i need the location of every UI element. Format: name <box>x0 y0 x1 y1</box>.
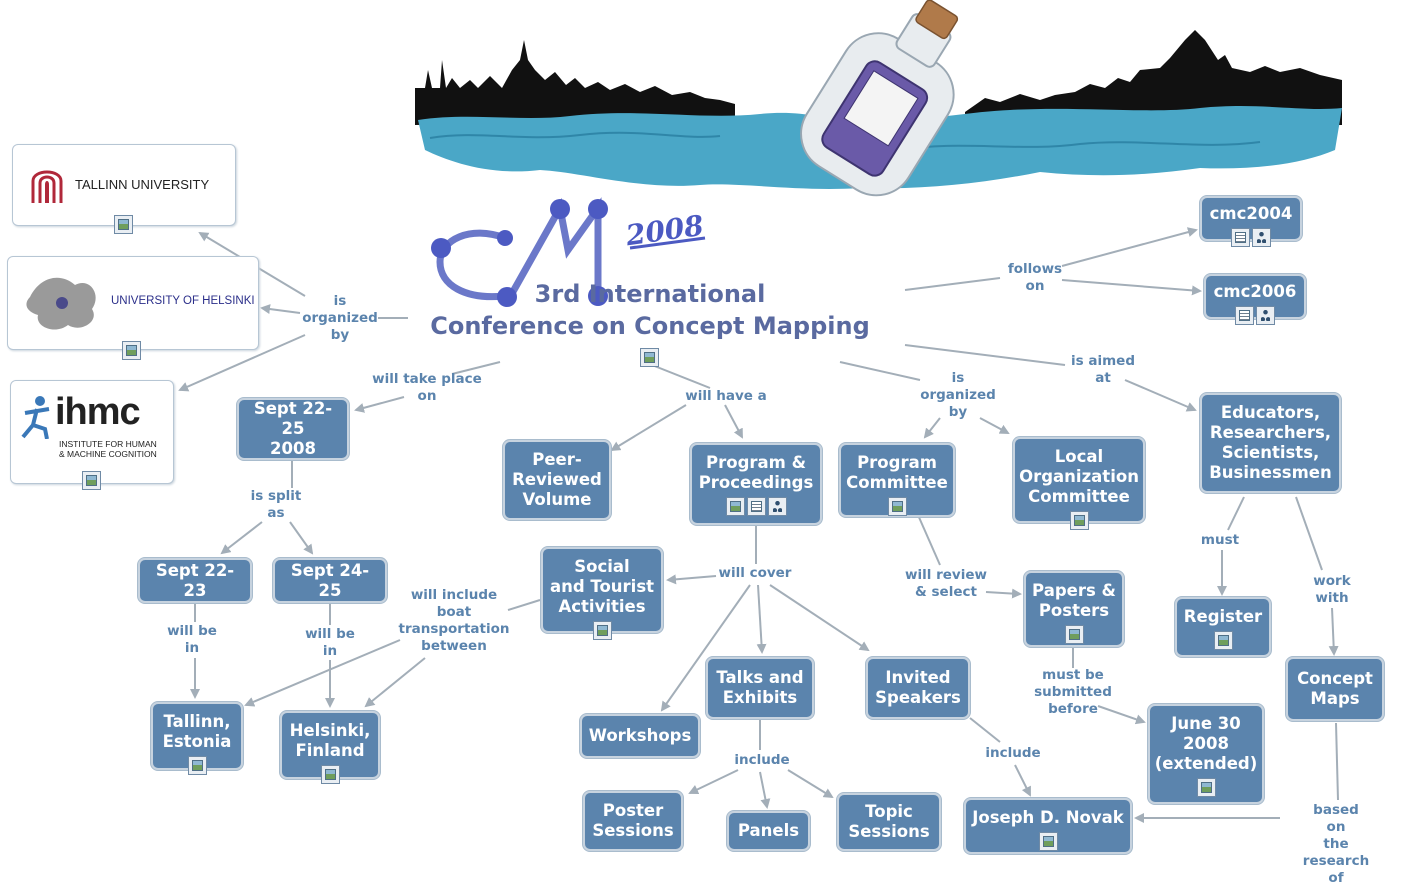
node-cmc2004[interactable]: cmc2004 <box>1200 196 1302 247</box>
image-resource-icon[interactable] <box>592 621 612 640</box>
ihmc-logo: ihmc INSTITUTE FOR HUMAN & MACHINE COGNI… <box>10 380 174 490</box>
image-resource-icon[interactable] <box>122 341 141 360</box>
image-resource-icon[interactable] <box>725 497 745 516</box>
concept-map-resource-icon[interactable] <box>1256 306 1275 325</box>
node-talks-exhibits[interactable]: Talks and Exhibits <box>706 657 814 719</box>
concept-map-resource-icon[interactable] <box>1252 228 1271 247</box>
bottle <box>800 0 959 197</box>
image-resource-icon[interactable] <box>82 471 101 490</box>
node-educators-researchers[interactable]: Educators, Researchers, Scientists, Busi… <box>1200 393 1341 493</box>
link-work-with: work with <box>1313 573 1351 606</box>
link-must-be-submitted-before: must be submitted before <box>1034 667 1112 717</box>
node-sept-22-25-2008[interactable]: Sept 22-25 2008 <box>237 398 349 460</box>
link-is-aimed-at: is aimed at <box>1071 353 1135 386</box>
image-resource-icon[interactable] <box>1064 625 1084 644</box>
concept-map-resource-icon[interactable] <box>767 497 787 516</box>
image-resource-icon[interactable] <box>1038 832 1058 851</box>
node-topic-sessions[interactable]: Topic Sessions <box>837 793 941 851</box>
ihmc-wordmark: ihmc <box>55 391 141 433</box>
link-must: must <box>1200 532 1240 548</box>
image-resource-icon[interactable] <box>640 348 659 367</box>
link-will-take-place-on: will take place on <box>372 371 482 404</box>
image-resource-icon[interactable] <box>320 765 340 784</box>
link-include-talks: include <box>734 752 790 768</box>
tallinn-university-logo: TALLINN UNIVERSITY <box>12 144 236 234</box>
concept-map-canvas: 2008 <box>178 0 1342 823</box>
image-resource-icon[interactable] <box>114 215 133 234</box>
tallinn-arch-icon <box>31 170 63 203</box>
link-is-organized-by-right: is organized by <box>920 370 996 420</box>
link-will-have-a: will have a <box>685 388 767 404</box>
water-wave <box>429 131 721 139</box>
tallinn-skyline <box>415 40 735 125</box>
helsinki-university-name: UNIVERSITY OF HELSINKI <box>111 295 255 307</box>
node-tallinn-estonia[interactable]: Tallinn, Estonia <box>151 702 243 775</box>
node-papers-posters[interactable]: Papers & Posters <box>1024 571 1124 647</box>
document-resource-icon[interactable] <box>746 497 766 516</box>
title-image-resource[interactable] <box>640 348 659 371</box>
link-will-include-boat: will include boat transportation between <box>398 587 510 654</box>
node-june-30-2008-extended[interactable]: June 30 2008 (extended) <box>1148 704 1264 804</box>
image-resource-icon[interactable] <box>1196 778 1216 797</box>
connections <box>178 227 1339 823</box>
link-will-cover: will cover <box>718 565 792 581</box>
link-will-be-in-tallinn: will be in <box>167 623 217 656</box>
cm-2008-logo: 2008 <box>431 197 706 307</box>
banner-illustration <box>415 0 1342 197</box>
node-helsinki-finland[interactable]: Helsinki, Finland <box>280 711 380 784</box>
document-resource-icon[interactable] <box>1235 306 1254 325</box>
node-program-committee[interactable]: Program Committee <box>839 443 955 517</box>
node-register[interactable]: Register <box>1175 597 1271 657</box>
link-will-be-in-helsinki: will be in <box>305 626 355 659</box>
node-social-tourist-activities[interactable]: Social and Tourist Activities <box>541 547 663 640</box>
water-wave-2 <box>899 141 1261 151</box>
node-concept-maps[interactable]: Concept Maps <box>1286 657 1384 721</box>
node-invited-speakers[interactable]: Invited Speakers <box>866 657 970 719</box>
link-is-organized-by-left: is organized by <box>302 293 378 343</box>
image-resource-icon[interactable] <box>1069 511 1089 530</box>
node-local-organization-committee[interactable]: Local Organization Committee <box>1013 437 1145 530</box>
helsinki-skyline <box>965 30 1342 128</box>
university-of-helsinki-logo: UNIVERSITY OF HELSINKI <box>7 256 259 360</box>
link-is-split-as: is split as <box>250 488 302 521</box>
image-resource-icon[interactable] <box>887 497 907 516</box>
node-peer-reviewed-volume[interactable]: Peer- Reviewed Volume <box>503 440 611 520</box>
conference-title: 3rd International Conference on Concept … <box>430 280 870 340</box>
image-resource-icon[interactable] <box>187 756 207 775</box>
node-panels[interactable]: Panels <box>727 811 810 851</box>
node-sept-24-25[interactable]: Sept 24-25 <box>273 558 387 603</box>
node-program-proceedings[interactable]: Program & Proceedings <box>690 443 822 525</box>
link-include-invited: include <box>985 745 1041 761</box>
tallinn-university-name: TALLINN UNIVERSITY <box>75 177 210 192</box>
helsinki-seal-icon <box>26 277 96 330</box>
running-figure-icon <box>21 396 50 439</box>
node-cmc2006[interactable]: cmc2006 <box>1204 274 1306 325</box>
link-follows-on: follows on <box>1007 261 1063 294</box>
image-resource-icon[interactable] <box>1213 631 1233 650</box>
node-joseph-d-novak[interactable]: Joseph D. Novak <box>964 798 1132 854</box>
link-based-on-research-of: based on the research of <box>1302 802 1370 886</box>
node-poster-sessions[interactable]: Poster Sessions <box>583 791 683 851</box>
node-sept-22-23[interactable]: Sept 22-23 <box>138 558 252 603</box>
node-workshops[interactable]: Workshops <box>580 714 700 758</box>
link-will-review-select: will review & select <box>905 567 987 600</box>
ihmc-subtitle: INSTITUTE FOR HUMAN & MACHINE COGNITION <box>59 439 157 459</box>
document-resource-icon[interactable] <box>1231 228 1250 247</box>
